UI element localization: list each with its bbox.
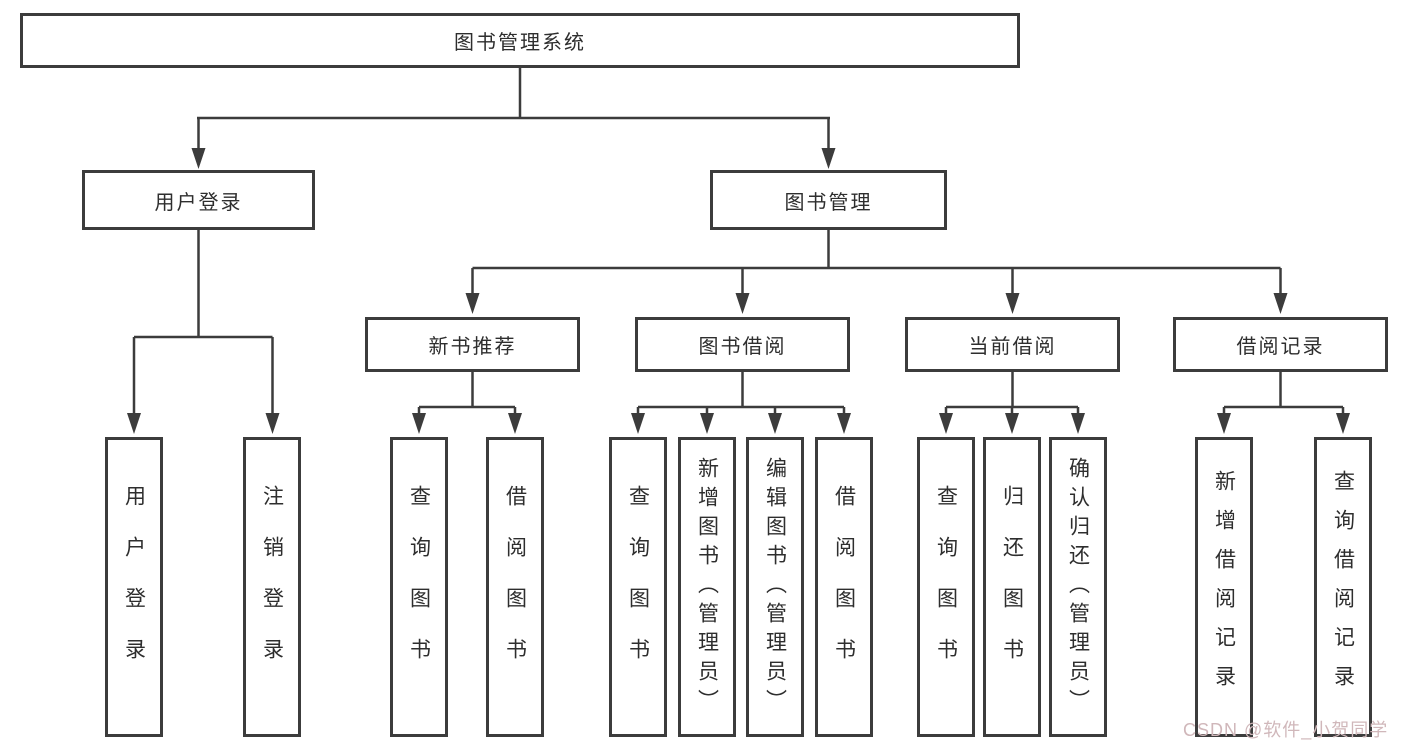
- leaf-user-login: 用户登录: [105, 437, 163, 737]
- leaf-return-books: 归还图书: [983, 437, 1041, 737]
- node-new-book-recommend: 新书推荐: [365, 317, 580, 372]
- node-label: 注销登录: [260, 485, 284, 689]
- leaf-query-books-recommend: 查询图书: [390, 437, 448, 737]
- node-user-login: 用户登录: [82, 170, 315, 230]
- node-label: 新增图书（管理员）: [695, 456, 719, 718]
- node-borrowing-records: 借阅记录: [1173, 317, 1388, 372]
- node-label: 借阅图书: [832, 485, 856, 689]
- node-label: 图书管理系统: [454, 32, 586, 54]
- node-root-library-system: 图书管理系统: [20, 13, 1020, 68]
- node-label: 借阅记录: [1236, 336, 1325, 358]
- node-label: 借阅图书: [503, 485, 527, 689]
- leaf-add-books-admin: 新增图书（管理员）: [678, 437, 736, 737]
- node-label: 归还图书: [1000, 485, 1024, 689]
- node-label: 当前借阅: [968, 336, 1057, 358]
- node-label: 图书借阅: [698, 336, 787, 358]
- leaf-query-books-current: 查询图书: [917, 437, 975, 737]
- node-label: 新增借阅记录: [1212, 470, 1236, 704]
- node-label: 查询图书: [626, 485, 650, 689]
- node-label: 编辑图书（管理员）: [763, 456, 787, 718]
- leaf-borrow-books: 借阅图书: [815, 437, 873, 737]
- node-label: 图书管理: [784, 191, 873, 214]
- leaf-query-books-borrowing: 查询图书: [609, 437, 667, 737]
- node-label: 新书推荐: [428, 336, 517, 358]
- node-current-borrowing: 当前借阅: [905, 317, 1120, 372]
- node-label: 查询借阅记录: [1331, 470, 1355, 704]
- csdn-watermark: CSDN @软件_小贺同学: [1183, 720, 1389, 740]
- node-book-borrowing: 图书借阅: [635, 317, 850, 372]
- node-label: 查询图书: [407, 485, 431, 689]
- node-book-management: 图书管理: [710, 170, 947, 230]
- leaf-borrow-books-recommend: 借阅图书: [486, 437, 544, 737]
- leaf-query-borrow-record: 查询借阅记录: [1314, 437, 1372, 737]
- leaf-logout-login: 注销登录: [243, 437, 301, 737]
- leaf-confirm-return-admin: 确认归还（管理员）: [1049, 437, 1107, 737]
- node-label: 确认归还（管理员）: [1066, 456, 1090, 718]
- node-label: 用户登录: [154, 191, 243, 214]
- node-label: 查询图书: [934, 485, 958, 689]
- leaf-add-borrow-record: 新增借阅记录: [1195, 437, 1253, 737]
- node-label: 用户登录: [122, 485, 146, 689]
- leaf-edit-books-admin: 编辑图书（管理员）: [746, 437, 804, 737]
